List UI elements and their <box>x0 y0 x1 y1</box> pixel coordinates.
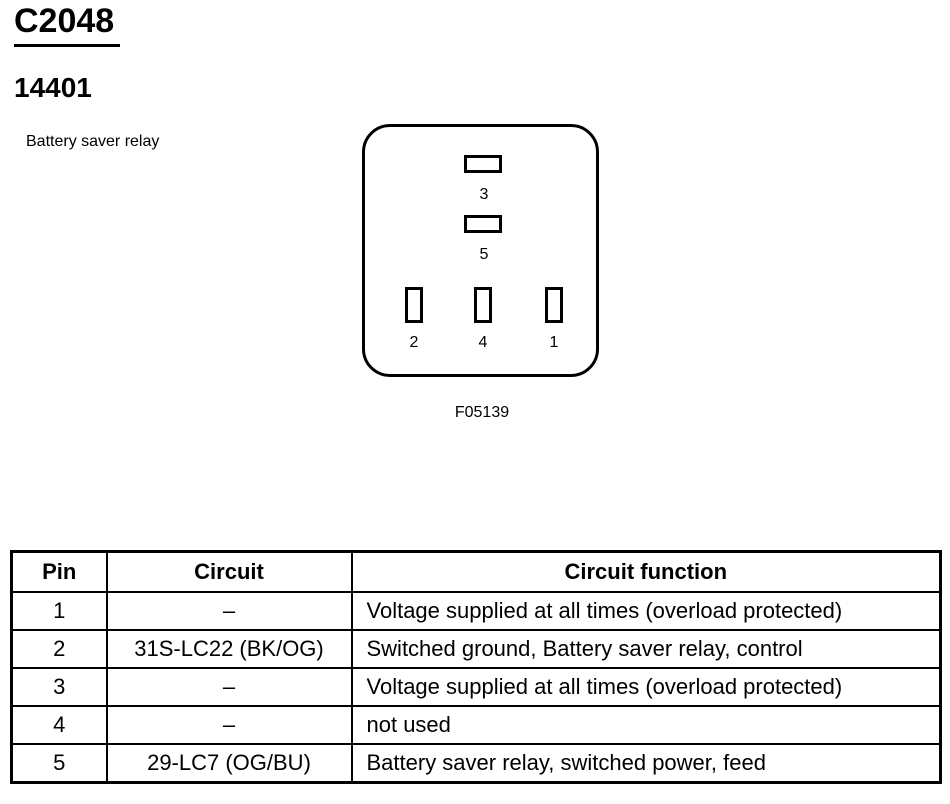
cell-circuit: 29-LC7 (OG/BU) <box>105 743 353 784</box>
pin-1-terminal <box>545 287 563 323</box>
table-row: 1 – Voltage supplied at all times (overl… <box>10 591 942 631</box>
cell-pin: 1 <box>10 591 108 631</box>
pin-5-terminal <box>464 215 502 233</box>
pin-5-label: 5 <box>479 246 489 263</box>
pin-4-terminal <box>474 287 492 323</box>
connector-outline <box>362 124 599 377</box>
pin-table: Pin Circuit Circuit function 1 – Voltage… <box>10 550 942 784</box>
cell-circuit-function: Voltage supplied at all times (overload … <box>350 667 942 707</box>
pin-3-terminal <box>464 155 502 173</box>
header-circuit-function: Circuit function <box>350 550 942 593</box>
cell-pin: 5 <box>10 743 108 784</box>
pin-1-label: 1 <box>549 334 559 351</box>
table-row: 4 – not used <box>10 705 942 745</box>
table-header-row: Pin Circuit Circuit function <box>10 550 942 593</box>
table-row: 2 31S-LC22 (BK/OG) Switched ground, Batt… <box>10 629 942 669</box>
cell-circuit-function: Switched ground, Battery saver relay, co… <box>350 629 942 669</box>
header-pin: Pin <box>10 550 108 593</box>
cell-pin: 3 <box>10 667 108 707</box>
cell-circuit: – <box>105 667 353 707</box>
cell-circuit-function: Battery saver relay, switched power, fee… <box>350 743 942 784</box>
part-number: 14401 <box>14 72 92 103</box>
pin-3-label: 3 <box>479 186 489 203</box>
cell-circuit: 31S-LC22 (BK/OG) <box>105 629 353 669</box>
pin-4-label: 4 <box>478 334 488 351</box>
cell-circuit-function: not used <box>350 705 942 745</box>
connector-id: C2048 <box>14 2 115 40</box>
cell-circuit-function: Voltage supplied at all times (overload … <box>350 591 942 631</box>
header-circuit: Circuit <box>105 550 353 593</box>
pin-2-label: 2 <box>409 334 419 351</box>
table-row: 5 29-LC7 (OG/BU) Battery saver relay, sw… <box>10 743 942 784</box>
pin-2-terminal <box>405 287 423 323</box>
title-underline <box>14 44 120 47</box>
cell-circuit: – <box>105 591 353 631</box>
figure-code: F05139 <box>454 404 510 421</box>
cell-pin: 4 <box>10 705 108 745</box>
table-row: 3 – Voltage supplied at all times (overl… <box>10 667 942 707</box>
cell-pin: 2 <box>10 629 108 669</box>
component-description: Battery saver relay <box>26 133 160 150</box>
cell-circuit: – <box>105 705 353 745</box>
